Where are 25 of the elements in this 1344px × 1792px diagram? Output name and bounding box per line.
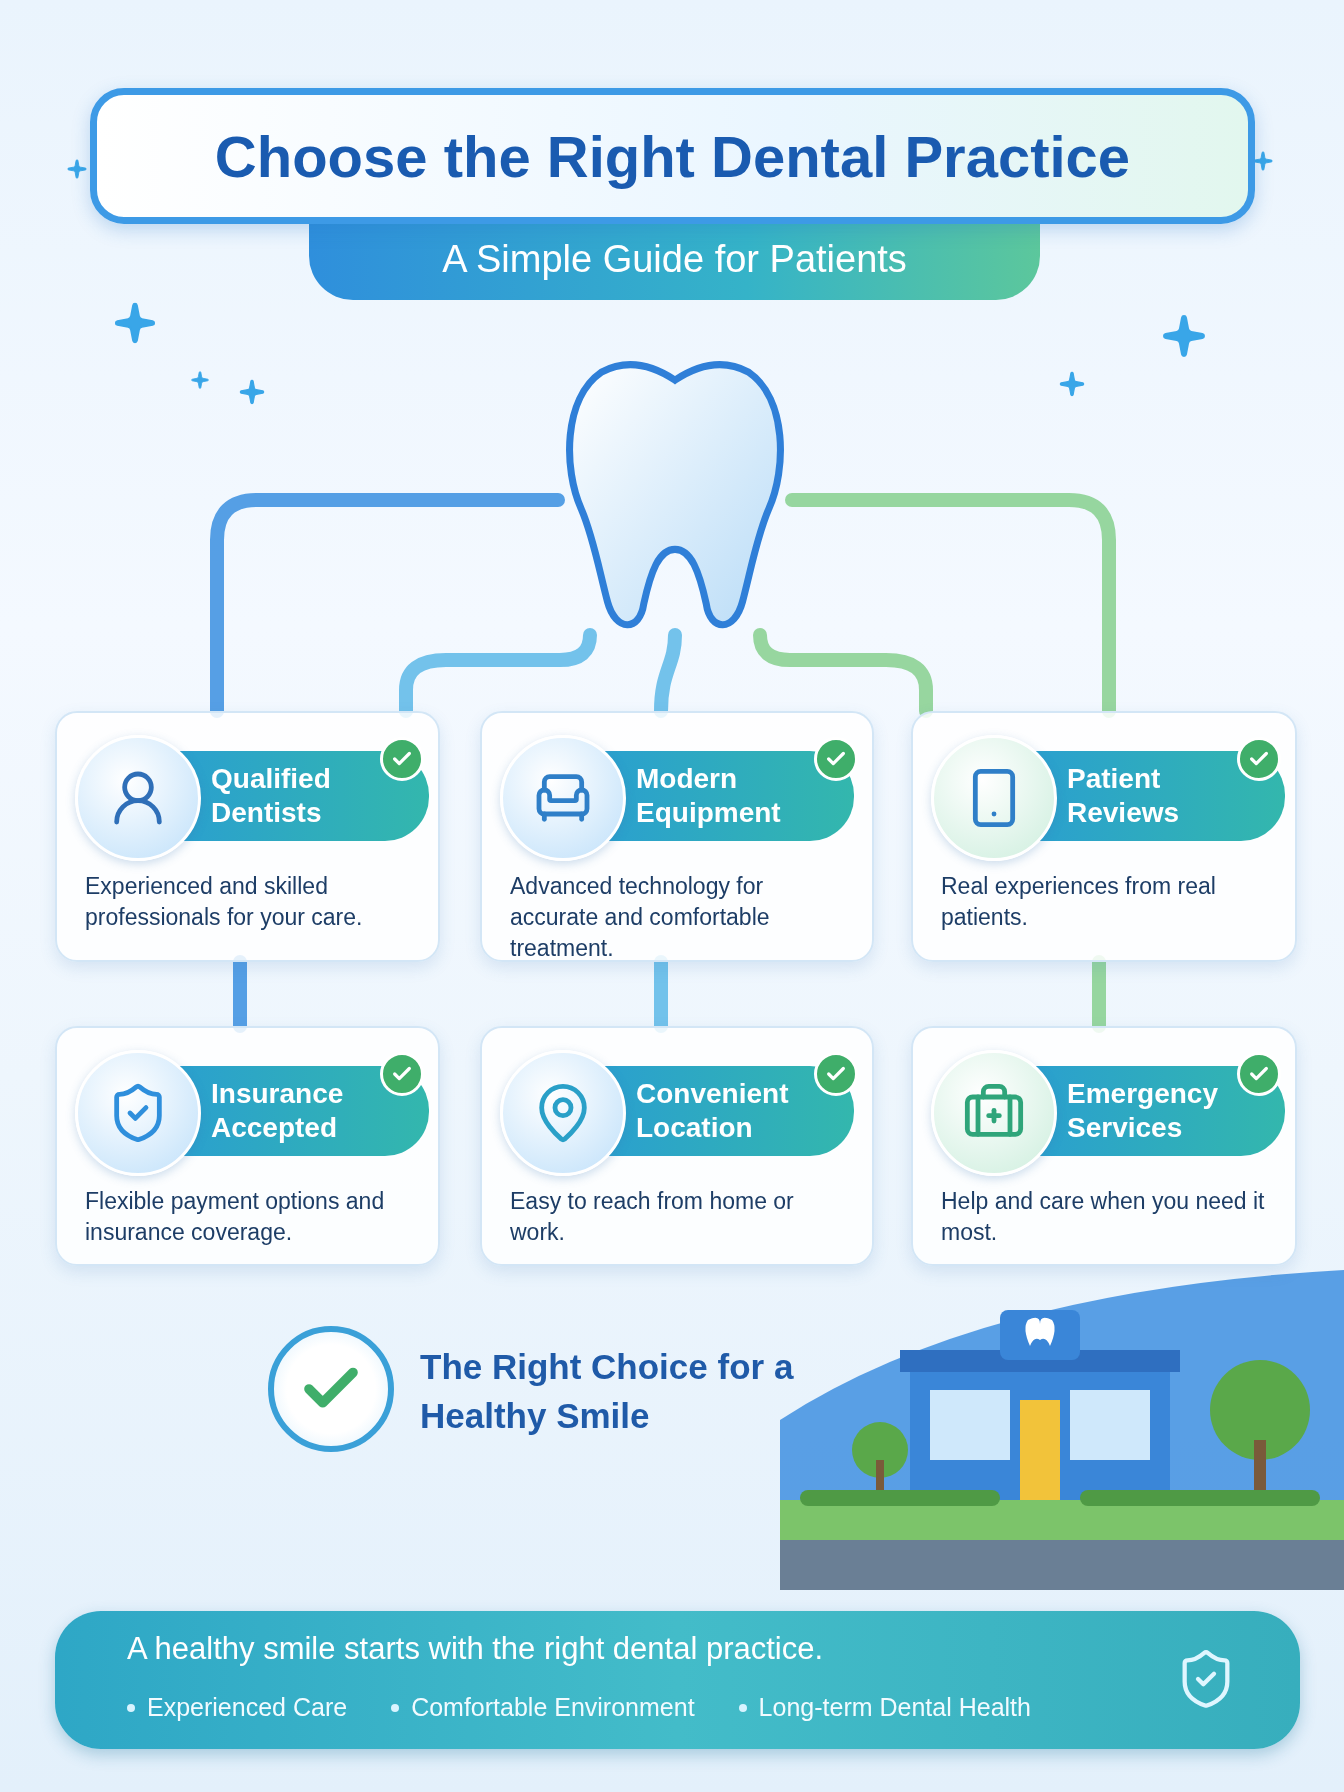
slogan: The Right Choice for a Healthy Smile <box>420 1346 795 1437</box>
card-heading: Insurance Accepted <box>211 1077 345 1145</box>
card-heading: Modern Equipment <box>636 762 782 830</box>
card-description: Experienced and skilled professionals for your care. <box>85 872 364 933</box>
feature-card <box>911 711 1297 962</box>
card-heading: Qualified Dentists <box>211 762 332 830</box>
feature-card <box>480 711 874 962</box>
feature-card <box>55 1026 440 1266</box>
card-description: Advanced technology for accurate and comfortable treatment. <box>510 872 771 964</box>
card-heading: Convenient Location <box>636 1077 790 1145</box>
feature-card <box>911 1026 1297 1266</box>
card-heading: Patient Reviews <box>1067 762 1181 830</box>
card-heading: Emergency Services <box>1067 1077 1219 1145</box>
card-description: Flexible payment options and insurance coverage. <box>85 1187 386 1248</box>
bullet-item: Comfortable Environment <box>391 1693 695 1722</box>
footer-headline: A healthy smile starts with the right dental practice. <box>127 1631 824 1667</box>
title: Choose the Right Dental Practice <box>214 122 1131 190</box>
card-description: Easy to reach from home or work. <box>510 1187 795 1248</box>
card-description: Help and care when you need it most. <box>941 1187 1266 1248</box>
feature-card <box>480 1026 874 1266</box>
card-description: Real experiences from real patients. <box>941 872 1217 933</box>
bullet-item: Experienced Care <box>127 1693 348 1722</box>
bullet-item: Long-term Dental Health <box>738 1693 1031 1722</box>
subtitle: A Simple Guide for Patients <box>442 237 907 281</box>
feature-card <box>55 711 440 962</box>
